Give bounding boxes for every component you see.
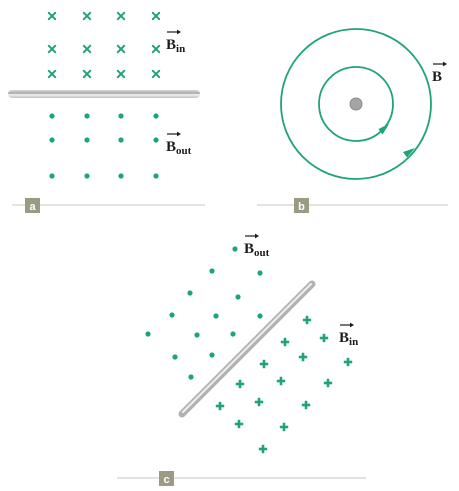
dot-marker [118,173,124,179]
plus-marker [215,401,225,411]
x-marker [82,44,92,54]
panel-label: a [29,201,36,213]
plus-marker [302,315,312,325]
x-marker [151,11,161,21]
current-wire [8,90,200,98]
dot-marker [118,113,124,119]
field-into-page-markers [215,315,353,454]
vector-arrowhead [443,61,447,67]
dot-marker [84,137,90,143]
b-in-label: Bin [166,29,185,55]
dot-marker [49,113,55,119]
dot-marker [232,246,238,252]
b-in-label: Bin [339,322,358,348]
x-marker [116,11,126,21]
dot-marker [194,332,200,338]
plus-marker [319,333,329,343]
svg-text:B: B [432,69,442,85]
dot-marker [172,354,178,360]
plus-marker [258,444,268,454]
dot-marker [153,113,159,119]
dot-marker [49,137,55,143]
panel-label-box [294,198,309,213]
dot-marker [153,173,159,179]
panel-b: B b [257,28,448,213]
plus-marker [234,419,244,429]
plus-marker [259,359,269,369]
b-field-label: B [432,61,447,85]
plus-marker [276,376,286,386]
field-out-of-page-markers [145,246,263,380]
x-marker [151,44,161,54]
plus-marker [254,397,264,407]
x-marker [82,11,92,21]
vector-arrowhead [350,322,354,328]
vector-arrowhead [177,29,181,35]
panel-label-box [25,198,40,213]
panel-a: Bin Bout a [8,11,205,213]
dot-marker [235,294,241,300]
dot-marker [49,173,55,179]
outer-direction-arrow [403,148,415,158]
panel-label: c [163,474,169,486]
dot-marker [153,137,159,143]
dot-marker [188,374,194,380]
x-marker [151,69,161,79]
b-out-label: Bout [244,233,270,259]
dot-marker [230,331,236,337]
x-marker [116,44,126,54]
plus-marker [323,378,333,388]
current-wire-highlight [182,283,312,413]
x-marker [116,69,126,79]
dot-marker [84,173,90,179]
field-out-of-page-markers [49,113,159,179]
plus-marker [301,400,311,410]
dot-marker [257,270,263,276]
dot-marker [187,290,193,296]
svg-text:Bin: Bin [339,330,358,348]
panel-label-box [159,471,174,486]
inner-field-line [318,66,394,142]
dot-marker [209,268,215,274]
inner-direction-arrow [378,124,389,135]
svg-text:Bout: Bout [166,139,192,157]
svg-text:Bout: Bout [244,241,270,259]
x-marker [47,69,57,79]
plus-marker [298,352,308,362]
dot-marker [213,313,219,319]
plus-marker [343,357,353,367]
dot-marker [209,352,215,358]
panel-c: Bout Bin c [117,233,366,486]
b-out-label: Bout [166,131,192,157]
x-marker [47,11,57,21]
svg-text:Bin: Bin [166,37,185,55]
field-into-page-markers [47,11,161,79]
wire-cross-section [349,97,363,111]
vector-arrowhead [177,131,181,137]
dot-marker [257,313,263,319]
plus-marker [279,422,289,432]
plus-marker [280,337,290,347]
x-marker [47,44,57,54]
dot-marker [118,137,124,143]
outer-field-line [280,28,432,180]
plus-marker [235,379,245,389]
panel-label: b [298,201,305,213]
x-marker [82,69,92,79]
dot-marker [169,312,175,318]
dot-marker [84,113,90,119]
vector-arrowhead [255,233,259,239]
dot-marker [145,331,151,337]
